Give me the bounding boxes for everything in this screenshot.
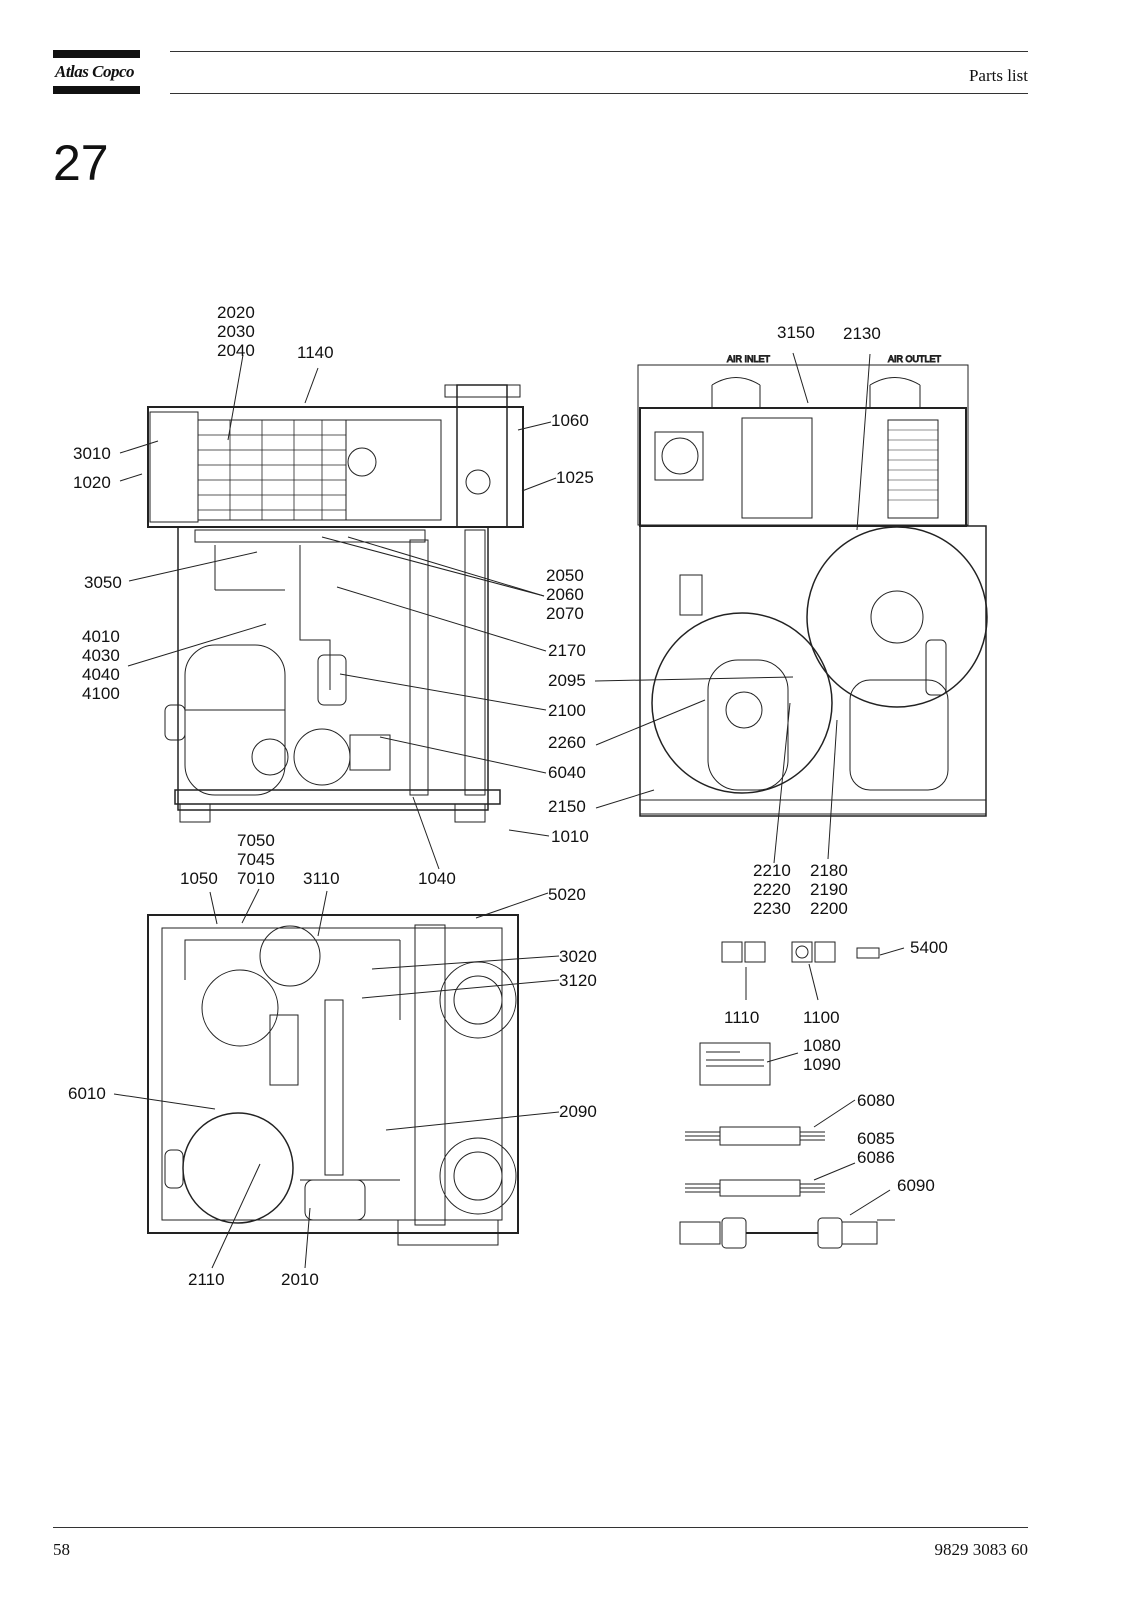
- callout-2020: 2020: [217, 303, 255, 322]
- callout-3110: 3110: [303, 869, 340, 888]
- callout-2170: 2170: [548, 641, 586, 660]
- callout-2110: 2110: [188, 1270, 225, 1289]
- callout-5020: 5020: [548, 885, 586, 904]
- header-rule-top: [170, 51, 1028, 52]
- callout-7010: 7010: [237, 869, 275, 888]
- decal-1100-b: [814, 941, 836, 963]
- callout-6090: 6090: [897, 1176, 935, 1195]
- callout-3050: 3050: [84, 573, 122, 592]
- decal-1100-a: [791, 941, 813, 963]
- label-air-outlet: AIR OUTLET: [888, 354, 942, 364]
- top-view-drawing: [147, 914, 519, 1246]
- brand-name: Atlas Copco: [55, 62, 135, 81]
- header-rule-bottom: [170, 93, 1028, 94]
- callout-2100: 2100: [548, 701, 586, 720]
- callout-2060: 2060: [546, 585, 584, 604]
- callout-2040: 2040: [217, 341, 255, 360]
- callout-6040: 6040: [548, 763, 586, 782]
- callout-2230: 2230: [753, 899, 791, 918]
- decal-1110-a: [721, 941, 743, 963]
- callout-2210: 2210: [753, 861, 791, 880]
- section-number: 27: [53, 135, 109, 191]
- callout-2180: 2180: [810, 861, 848, 880]
- callout-4010: 4010: [82, 627, 120, 646]
- callout-1090: 1090: [803, 1055, 841, 1074]
- callout-1140: 1140: [297, 343, 334, 362]
- callout-7050: 7050: [237, 831, 275, 850]
- callout-1110: 1110: [724, 1008, 759, 1027]
- callout-6080: 6080: [857, 1091, 895, 1110]
- callout-1020: 1020: [73, 473, 111, 492]
- data-plate: [699, 1042, 771, 1086]
- callout-2050: 2050: [546, 566, 584, 585]
- callout-2190: 2190: [810, 880, 848, 899]
- cable-6085: [719, 1179, 801, 1197]
- part-5400: [856, 947, 880, 959]
- callout-1060: 1060: [551, 411, 589, 430]
- atlas-copco-logo: Atlas Copco: [53, 50, 140, 94]
- callout-2030: 2030: [217, 322, 255, 341]
- callout-1080: 1080: [803, 1036, 841, 1055]
- decal-1110-b: [744, 941, 766, 963]
- callout-1040: 1040: [418, 869, 456, 888]
- callout-3010: 3010: [73, 444, 111, 463]
- callout-5400: 5400: [910, 938, 948, 957]
- side-view-drawing: [637, 364, 988, 817]
- footer-rule: [53, 1527, 1028, 1528]
- leader-lines: [113, 352, 905, 1269]
- cable-6080: [719, 1126, 801, 1146]
- label-air-inlet: AIR INLET: [727, 354, 771, 364]
- callout-2090: 2090: [559, 1102, 597, 1121]
- callout-2130: 2130: [843, 324, 881, 343]
- callout-4100: 4100: [82, 684, 120, 703]
- callout-1025: 1025: [556, 468, 594, 487]
- page-number: 58: [53, 1540, 70, 1559]
- callout-3020: 3020: [559, 947, 597, 966]
- callout-2220: 2220: [753, 880, 791, 899]
- callout-2200: 2200: [810, 899, 848, 918]
- callout-2010: 2010: [281, 1270, 319, 1289]
- callout-3150: 3150: [777, 323, 815, 342]
- header-title: Parts list: [968, 66, 1028, 85]
- callout-2260: 2260: [548, 733, 586, 752]
- callout-3120: 3120: [559, 971, 597, 990]
- callout-2095: 2095: [548, 671, 586, 690]
- callout-1050: 1050: [180, 869, 218, 888]
- callout-2070: 2070: [546, 604, 584, 623]
- callout-1010: 1010: [551, 827, 589, 846]
- callout-2150: 2150: [548, 797, 586, 816]
- callout-4040: 4040: [82, 665, 120, 684]
- callout-4030: 4030: [82, 646, 120, 665]
- document-number: 9829 3083 60: [934, 1540, 1029, 1559]
- front-view-drawing: [147, 384, 524, 823]
- callout-7045: 7045: [237, 850, 275, 869]
- accessory-drawings: [679, 941, 895, 1249]
- callout-6086: 6086: [857, 1148, 895, 1167]
- callout-6085: 6085: [857, 1129, 895, 1148]
- callout-6010: 6010: [68, 1084, 106, 1103]
- callout-1100: 1100: [803, 1008, 840, 1027]
